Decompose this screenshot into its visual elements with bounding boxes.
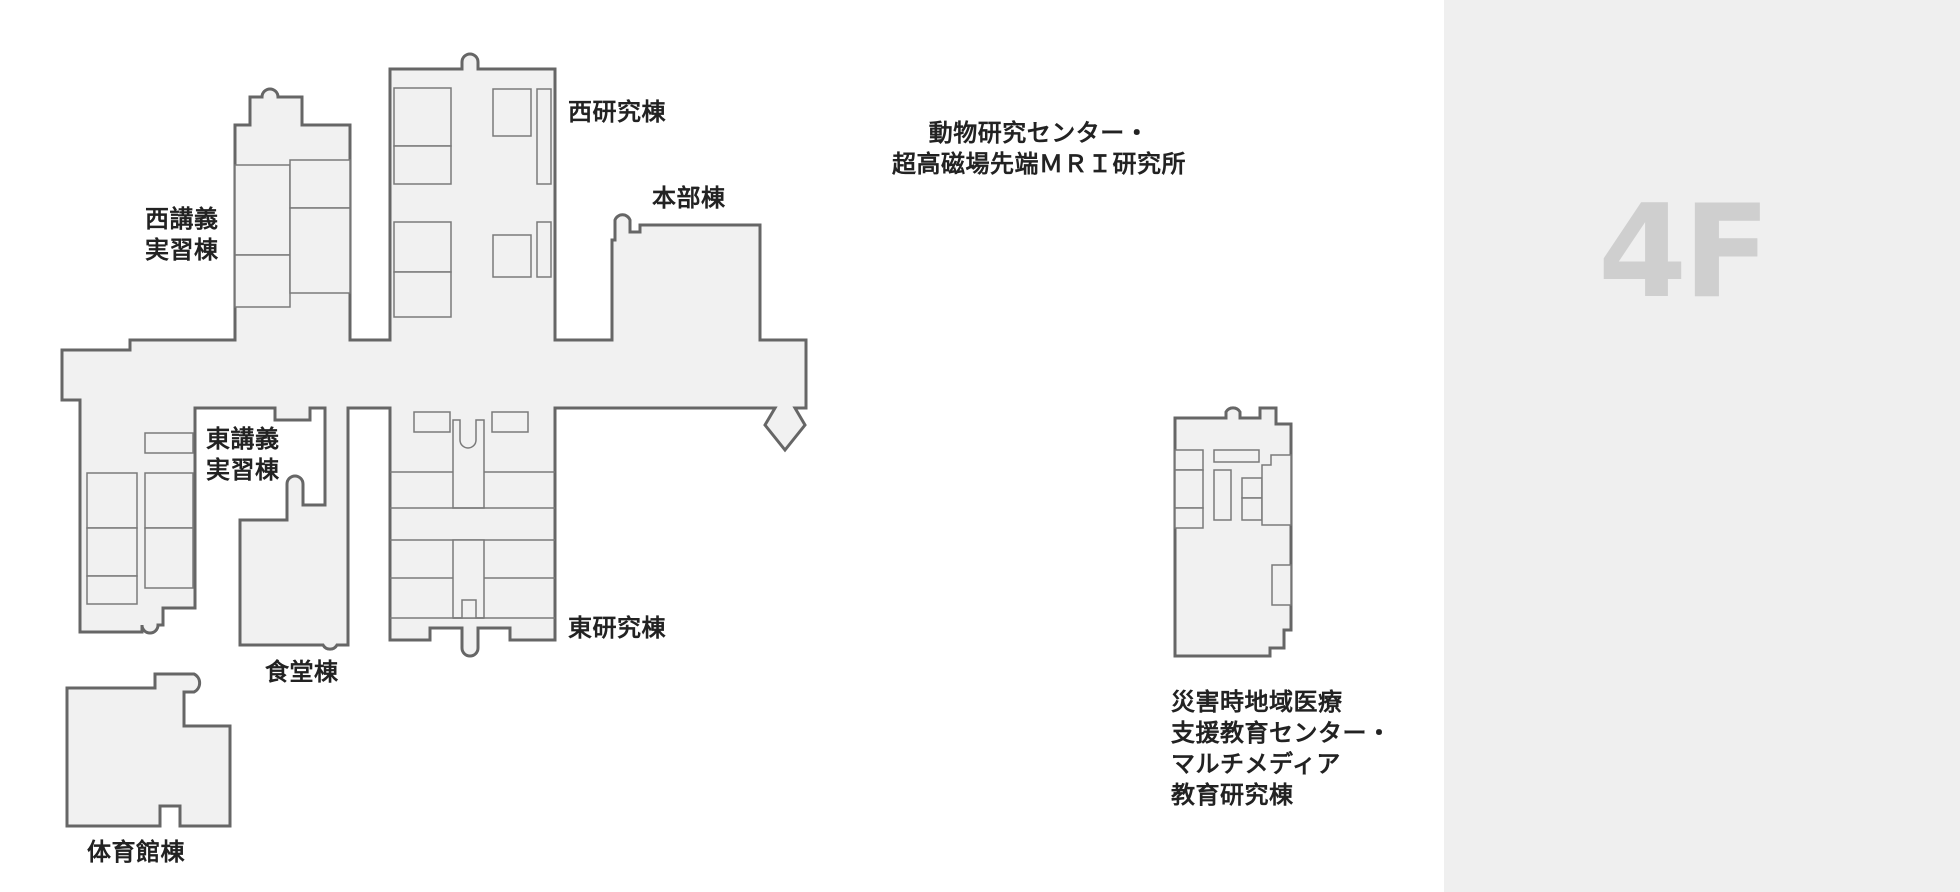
room	[536, 88, 552, 185]
room	[393, 221, 452, 273]
room	[1213, 449, 1260, 463]
room	[234, 254, 291, 308]
label-disaster-medical[interactable]: 災害時地域医療 支援教育センター・ マルチメディア 教育研究棟	[1171, 688, 1392, 809]
floor-panel	[1444, 0, 1960, 892]
room	[536, 221, 552, 278]
room	[1213, 469, 1232, 521]
label-cafeteria[interactable]: 食堂棟	[265, 658, 339, 686]
label-animal-research-mri[interactable]: 動物研究センター・ 超高磁場先端ＭＲＩ研究所	[892, 119, 1186, 178]
label-headquarters[interactable]: 本部棟	[652, 184, 726, 212]
room	[393, 87, 452, 147]
label-east-research[interactable]: 東研究棟	[568, 614, 666, 642]
room	[86, 575, 138, 605]
room	[1174, 507, 1204, 529]
label-west-research[interactable]: 西研究棟	[568, 98, 666, 126]
room	[1241, 497, 1263, 521]
room	[86, 472, 138, 529]
room	[289, 159, 351, 209]
gymnasium-building[interactable]	[65, 672, 232, 828]
room	[1174, 469, 1204, 509]
room	[1271, 564, 1292, 606]
room	[1174, 449, 1204, 471]
room	[1261, 454, 1292, 526]
room	[413, 411, 451, 433]
room	[1241, 477, 1263, 499]
room	[86, 527, 138, 577]
room	[144, 432, 194, 454]
room	[144, 527, 194, 589]
label-west-lecture[interactable]: 西講義 実習棟	[145, 205, 219, 264]
room	[491, 411, 529, 433]
room	[144, 472, 194, 529]
room	[393, 145, 452, 185]
room	[393, 271, 452, 318]
label-gymnasium[interactable]: 体育館棟	[87, 838, 185, 866]
room	[234, 164, 291, 256]
floor-indicator: 4F	[1598, 178, 1770, 327]
label-east-lecture[interactable]: 東講義 実習棟	[206, 425, 280, 484]
room	[492, 88, 532, 137]
disaster-medical-building[interactable]	[1173, 406, 1293, 658]
room	[452, 419, 485, 509]
room	[492, 234, 532, 278]
room	[289, 207, 351, 294]
